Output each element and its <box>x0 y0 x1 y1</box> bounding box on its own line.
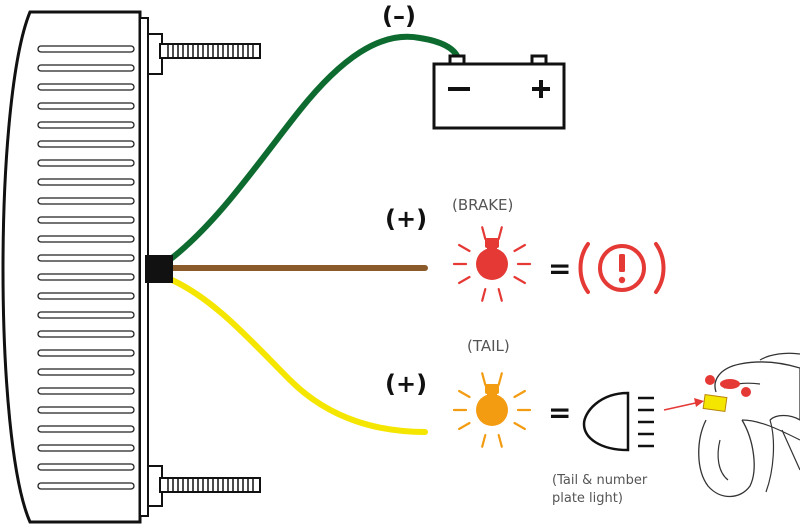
tail-label: (TAIL) <box>467 337 510 355</box>
brake-equals-sign: = <box>548 252 571 285</box>
bottom-mounting-stud <box>147 465 261 507</box>
top-mounting-stud <box>147 33 261 75</box>
tail-bulb-icon <box>452 372 532 448</box>
brake-label: (BRAKE) <box>452 196 513 214</box>
tail-equals-sign: = <box>548 396 571 429</box>
battery-icon <box>432 54 566 130</box>
battery-plus-sign-v <box>539 80 543 98</box>
tail-wire <box>169 277 428 435</box>
moto-number-plate <box>702 393 728 413</box>
wire-connector <box>145 255 173 283</box>
battery-minus-sign <box>448 87 470 91</box>
pointer-arrow <box>663 398 704 411</box>
negative-label: (–) <box>382 2 416 30</box>
tail-positive-label: (+) <box>385 370 427 398</box>
tail-note-line-2: plate light) <box>552 491 623 506</box>
ground-wire <box>169 33 461 261</box>
moto-indicator-right <box>741 387 751 397</box>
brake-positive-label: (+) <box>385 205 427 233</box>
moto-tail-light <box>720 379 740 389</box>
motorcycle-rear-icon <box>698 352 800 498</box>
tail-light-symbol-icon <box>582 391 654 452</box>
tail-lamp-housing <box>1 10 149 524</box>
moto-indicator-left <box>705 375 715 385</box>
tail-note-line-1: (Tail & number <box>552 473 648 488</box>
brake-warning-icon <box>578 242 666 294</box>
brake-bulb-icon <box>452 226 532 302</box>
